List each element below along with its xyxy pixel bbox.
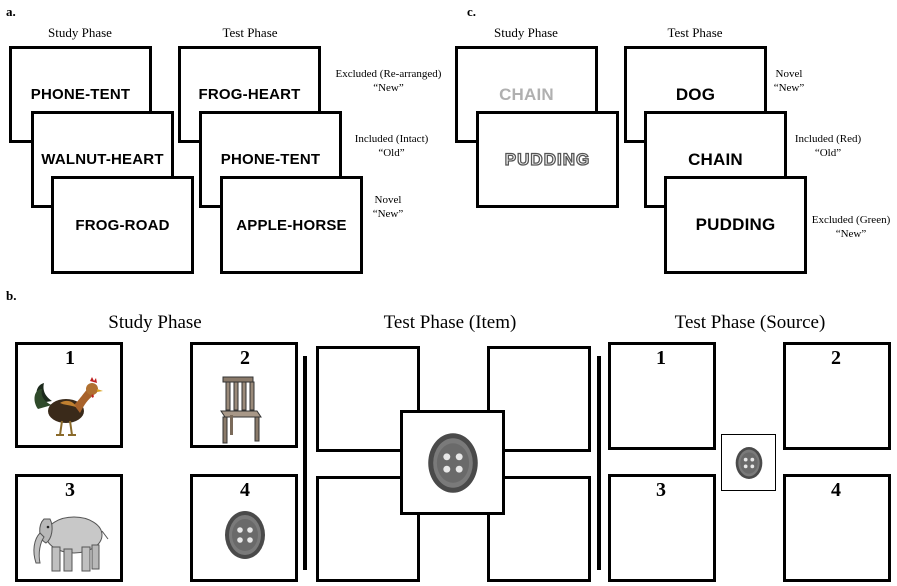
- divider-bar-2: [597, 356, 601, 570]
- panel-a-note-3: Novel “New”: [358, 193, 418, 221]
- note-response: “New”: [326, 81, 451, 95]
- panel-c-test-card-3: PUDDING: [664, 176, 807, 274]
- chair-icon: [217, 375, 263, 445]
- panel-c-test-header: Test Phase: [645, 25, 745, 41]
- source-box-3: 3: [608, 474, 716, 582]
- panel-c-study-header: Study Phase: [476, 25, 576, 41]
- panel-c-study-card-2: PUDDING: [476, 111, 619, 208]
- box-number: 2: [240, 347, 250, 370]
- word-label: PHONE-TENT: [221, 151, 321, 168]
- panel-a-note-2: Included (Intact) “Old”: [344, 132, 439, 160]
- box-number: 4: [240, 479, 250, 502]
- study-box-4: 4: [190, 474, 298, 582]
- word-label: FROG-HEART: [199, 86, 301, 103]
- panel-a-test-card-3: APPLE-HORSE: [220, 176, 363, 274]
- word-label: WALNUT-HEART: [41, 151, 163, 168]
- item-box-center: [400, 410, 505, 515]
- word-label: PUDDING: [505, 150, 590, 170]
- rooster-icon: [30, 375, 110, 443]
- panel-a-test-header: Test Phase: [200, 25, 300, 41]
- panel-c-note-2: Included (Red) “Old”: [788, 132, 868, 160]
- note-response: “New”: [765, 81, 813, 95]
- word-label: CHAIN: [499, 85, 554, 105]
- source-box-center: [721, 434, 776, 491]
- word-label: PUDDING: [696, 215, 776, 235]
- source-box-1: 1: [608, 342, 716, 450]
- panel-a-note-1: Excluded (Re-arranged) “New”: [326, 67, 451, 95]
- box-number: 1: [65, 347, 75, 370]
- note-condition: Novel: [358, 193, 418, 207]
- panel-b-label: b.: [6, 288, 16, 304]
- box-number: 4: [831, 479, 841, 502]
- note-response: “Old”: [788, 146, 868, 160]
- word-label: PHONE-TENT: [31, 86, 131, 103]
- button-icon: [735, 446, 763, 480]
- button-icon: [427, 432, 479, 494]
- note-condition: Included (Red): [788, 132, 868, 146]
- source-box-2: 2: [783, 342, 891, 450]
- word-label: FROG-ROAD: [75, 217, 169, 234]
- note-condition: Excluded (Re-arranged): [326, 67, 451, 81]
- box-number: 3: [65, 479, 75, 502]
- note-response: “Old”: [344, 146, 439, 160]
- box-number: 2: [831, 347, 841, 370]
- panel-b-source-header: Test Phase (Source): [640, 312, 860, 334]
- source-box-4: 4: [783, 474, 891, 582]
- button-icon: [224, 510, 266, 560]
- panel-b-study-header: Study Phase: [80, 312, 230, 334]
- word-label: DOG: [676, 85, 715, 105]
- note-condition: Excluded (Green): [806, 213, 896, 227]
- divider-bar-1: [303, 356, 307, 570]
- panel-c-note-1: Novel “New”: [765, 67, 813, 95]
- study-box-3: 3: [15, 474, 123, 582]
- elephant-icon: [28, 505, 112, 577]
- panel-c-label: c.: [467, 4, 476, 20]
- note-response: “New”: [358, 207, 418, 221]
- word-label: CHAIN: [688, 150, 743, 170]
- note-condition: Novel: [765, 67, 813, 81]
- panel-a-study-card-3: FROG-ROAD: [51, 176, 194, 274]
- panel-a-study-header: Study Phase: [30, 25, 130, 41]
- study-box-1: 1: [15, 342, 123, 448]
- word-label: APPLE-HORSE: [236, 217, 347, 234]
- note-condition: Included (Intact): [344, 132, 439, 146]
- box-number: 1: [656, 347, 666, 370]
- panel-c-note-3: Excluded (Green) “New”: [806, 213, 896, 241]
- panel-b-item-header: Test Phase (Item): [350, 312, 550, 334]
- note-response: “New”: [806, 227, 896, 241]
- box-number: 3: [656, 479, 666, 502]
- panel-a-label: a.: [6, 4, 16, 20]
- study-box-2: 2: [190, 342, 298, 448]
